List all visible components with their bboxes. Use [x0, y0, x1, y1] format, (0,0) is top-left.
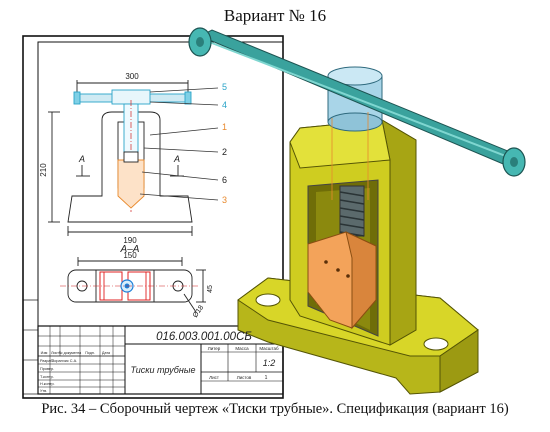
sheets-value: 1 — [265, 375, 268, 381]
section-view — [60, 257, 206, 313]
row-sign: Подп. — [85, 351, 95, 355]
row-izm: Изм — [41, 351, 48, 355]
scale-value: 1:2 — [263, 358, 276, 368]
mass-label: Масса — [235, 346, 249, 351]
leader-3: 3 — [222, 195, 227, 205]
role-tcontr: Т.контр. — [40, 375, 54, 379]
vise-3d-model — [188, 27, 526, 395]
front-view — [48, 80, 193, 236]
dim-side: 45 — [207, 285, 214, 293]
developer-name: Зоранчис С.А. — [52, 359, 77, 363]
role-check: Провер. — [40, 367, 54, 371]
section-title: А–А — [120, 244, 140, 255]
leader-4: 4 — [222, 100, 227, 110]
leader-lines — [139, 87, 219, 201]
sheet-label: Лист — [209, 375, 219, 380]
row-doc: № документа — [59, 351, 81, 355]
leader-2: 2 — [222, 147, 227, 157]
leader-1: 1 — [222, 122, 227, 132]
role-dev: Разраб. — [40, 359, 54, 363]
section-label-left: А — [78, 154, 85, 164]
section-label-right: А — [173, 154, 180, 164]
drawing-code: 016.003.001.00СБ — [156, 331, 252, 343]
scale-label: Масштаб — [259, 346, 279, 351]
role-ncontr: Н.контр. — [40, 382, 55, 386]
dim-top: 300 — [125, 72, 139, 81]
drawing-sheet — [22, 35, 284, 399]
role-approve: Утв. — [40, 389, 47, 393]
dim-base: 190 — [123, 236, 137, 245]
lit-label: Литер — [208, 346, 221, 351]
row-date: Дата — [102, 351, 110, 355]
figure-caption: Рис. 34 – Сборочный чертеж «Тиски трубны… — [41, 401, 509, 417]
dim-height: 210 — [39, 163, 48, 177]
variant-title: Вариант № 16 — [223, 6, 327, 25]
row-list: Лист — [51, 351, 59, 355]
dim-section: 150 — [123, 251, 137, 260]
sheets-label: Листов — [237, 375, 252, 380]
drawing-name: Тиски трубные — [131, 365, 196, 375]
leader-5: 5 — [222, 82, 227, 92]
leader-6: 6 — [222, 175, 227, 185]
title-block — [37, 325, 284, 395]
